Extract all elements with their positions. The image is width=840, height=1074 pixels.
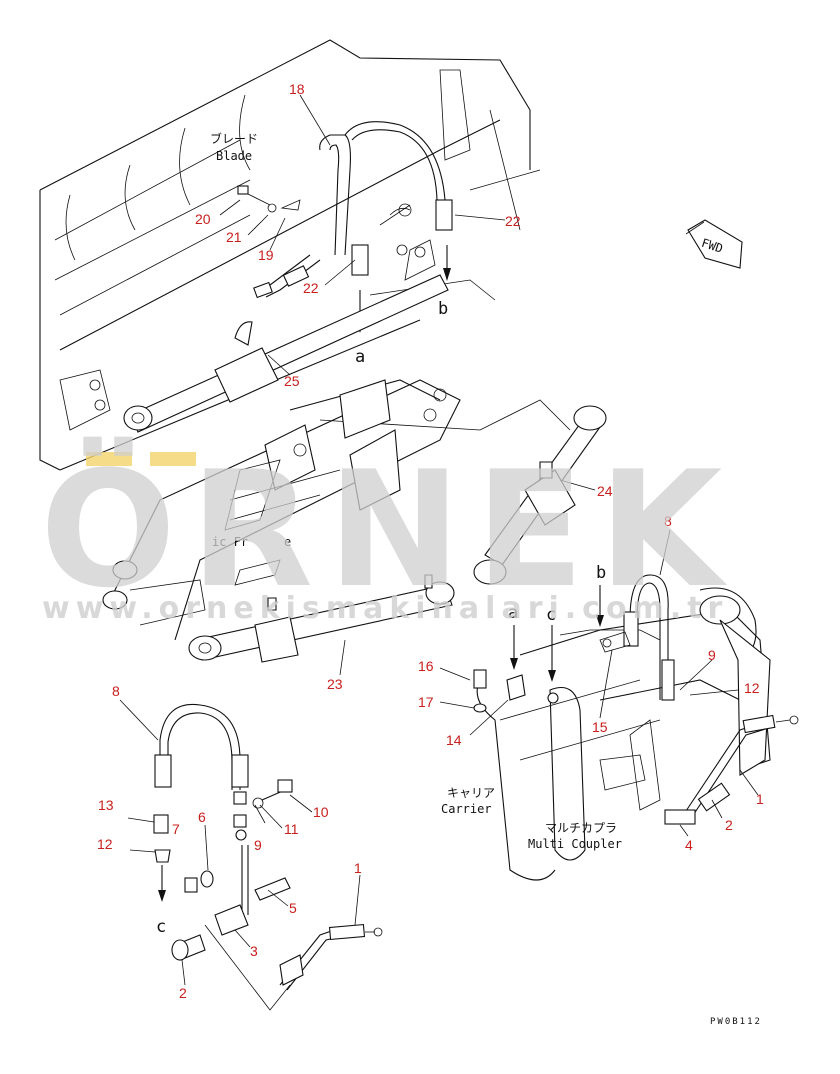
frame-label: ic Fr [212,535,248,549]
callout-10: 10 [313,804,329,820]
cylinder-24 [473,405,607,585]
callout-16: 16 [418,658,434,674]
ref-c-coupler: c [546,605,556,625]
fwd-arrow [685,219,743,269]
ref-b-blade: b [438,299,448,319]
callout-14: 14 [446,732,462,748]
leader-lines [119,94,759,986]
watermark: ÖRNEK www.ornekismakinalari.com.tr [40,435,736,626]
callout-8-detail: 8 [112,683,120,699]
callout-19: 19 [258,247,274,263]
callout-3: 3 [250,943,258,959]
hose-detail [153,703,383,1011]
ref-c-detail: c [156,917,166,937]
cylinder-25 [123,274,449,433]
multi-coupler-assembly [476,587,771,881]
blade-label-jp: ブレード [210,131,258,146]
callout-11: 11 [284,821,299,837]
carrier-label-en: Carrier [441,802,492,816]
coupler-label-en: Multi Coupler [528,837,622,851]
callout-17: 17 [418,694,434,710]
callout-2-detail: 2 [179,985,187,1001]
blade-hoses [237,121,496,333]
carrier-label-jp: キャリア [447,786,495,800]
callout-23: 23 [327,676,343,692]
callout-22-right: 22 [505,213,521,229]
callout-1-coupler: 1 [756,791,764,807]
cylinder-23 [188,574,455,663]
callout-25: 25 [284,373,300,389]
drawing-code: PW0B112 [710,1017,762,1027]
frame-assembly [102,379,571,641]
callout-9-coupler: 9 [708,647,716,663]
callout-9-detail: 9 [254,837,262,853]
ref-a-blade: a [355,347,365,367]
callout-8-coupler: 8 [664,513,672,529]
callout-12-coupler: 12 [744,680,760,696]
callout-13: 13 [98,797,114,813]
ref-a-coupler: a [508,603,518,623]
coupler-label-jp: マルチカプラ [545,821,617,835]
watermark-url: www.ornekismakinalari.com.tr [42,591,728,626]
fwd-label: FWD [700,236,725,256]
callout-7: 7 [172,821,180,837]
ref-b-coupler: b [596,563,606,583]
callout-15: 15 [592,719,608,735]
blade-label-en: Blade [216,149,252,163]
callout-20: 20 [195,211,211,227]
callout-18: 18 [289,81,305,97]
callout-24: 24 [597,483,613,499]
callout-22-left: 22 [303,280,319,296]
callout-6: 6 [198,809,206,825]
callout-12-detail: 12 [97,836,113,852]
coupler-hoses [599,574,799,825]
frame-label-tail: e [284,535,291,549]
callout-5: 5 [289,900,297,916]
blade-assembly [39,39,541,471]
callout-21: 21 [226,229,242,245]
callout-2-coupler: 2 [725,817,733,833]
callout-4: 4 [685,837,693,853]
callout-1-detail: 1 [354,860,362,876]
watermark-brand: ÖRNEK [40,435,736,623]
